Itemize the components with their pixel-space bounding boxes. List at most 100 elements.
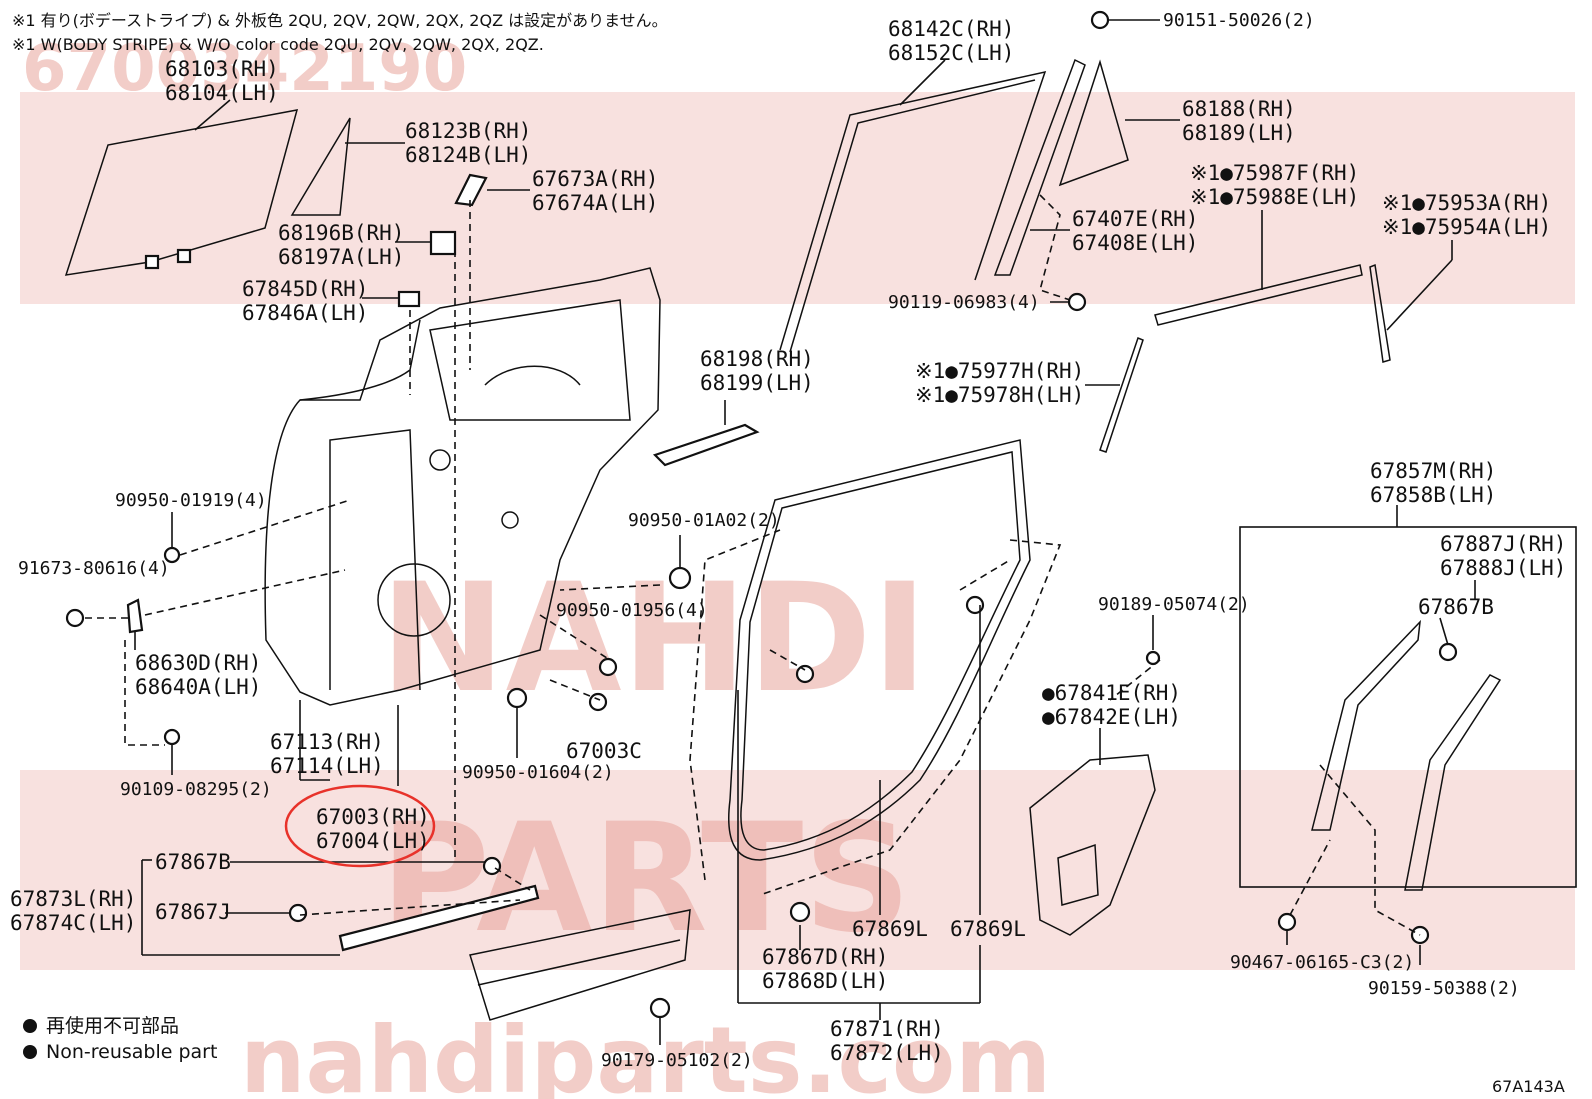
label-75954a[interactable]: ※1●75954A(LH) — [1382, 215, 1551, 239]
note-japanese: ※1 有り(ボデーストライプ) & 外板色 2QU, 2QV, 2QW, 2QX… — [12, 11, 668, 30]
label-68103[interactable]: 68103(RH) — [165, 57, 279, 81]
label-67842e[interactable]: ●67842E(LH) — [1042, 705, 1181, 729]
watermark-word-bottom: PARTS — [380, 792, 911, 966]
label-67867b-left[interactable]: 67867B — [155, 850, 231, 874]
label-90179[interactable]: 90179-05102(2) — [601, 1050, 753, 1071]
label-68104[interactable]: 68104(LH) — [165, 81, 279, 105]
label-67869l-a[interactable]: 67869L — [852, 917, 928, 941]
legend: 再使用不可部品 Non-reusable part — [23, 1015, 217, 1063]
clip-shape — [1438, 642, 1458, 662]
label-67858b[interactable]: 67858B(LH) — [1370, 483, 1496, 507]
label-67846a[interactable]: 67846A(LH) — [242, 301, 368, 325]
label-68188[interactable]: 68188(RH) — [1182, 97, 1296, 121]
label-75977h[interactable]: ※1●75977H(RH) — [915, 359, 1084, 383]
label-68196b[interactable]: 68196B(RH) — [278, 221, 404, 245]
label-67873l[interactable]: 67873L(RH) — [10, 887, 136, 911]
label-75978h[interactable]: ※1●75978H(LH) — [915, 383, 1084, 407]
label-68197a[interactable]: 68197A(LH) — [278, 245, 404, 269]
leader-lines — [134, 19, 1476, 1045]
label-68198[interactable]: 68198(RH) — [700, 347, 814, 371]
clip-shape — [1067, 292, 1087, 312]
label-67867d[interactable]: 67867D(RH) — [762, 945, 888, 969]
label-68199[interactable]: 68199(LH) — [700, 371, 814, 395]
label-67841e[interactable]: ●67841E(RH) — [1042, 681, 1181, 705]
label-67867j[interactable]: 67867J — [155, 900, 231, 924]
clip-shape — [506, 687, 528, 709]
label-67674a[interactable]: 67674A(LH) — [532, 191, 658, 215]
label-67867b-right[interactable]: 67867B — [1418, 595, 1494, 619]
diagram-code: 67A143A — [1492, 1077, 1565, 1096]
label-67113[interactable]: 67113(RH) — [270, 730, 384, 754]
label-75953a[interactable]: ※1●75953A(RH) — [1382, 191, 1551, 215]
clip-shape — [65, 608, 85, 628]
clip-shape — [1090, 10, 1110, 30]
legend-japanese: 再使用不可部品 — [46, 1015, 179, 1037]
label-90950-01a02[interactable]: 90950-01A02(2) — [628, 510, 780, 531]
label-67114[interactable]: 67114(LH) — [270, 754, 384, 778]
clip-shape — [1145, 650, 1161, 666]
label-67845d[interactable]: 67845D(RH) — [242, 277, 368, 301]
door-glass-shape — [64, 109, 299, 276]
weatherstrip-dash-shape — [689, 529, 1062, 896]
step-plate-shape — [469, 909, 691, 1021]
label-67857m[interactable]: 67857M(RH) — [1370, 459, 1496, 483]
door-shell-shape — [264, 267, 661, 706]
label-90109[interactable]: 90109-08295(2) — [120, 779, 272, 800]
label-68142c[interactable]: 68142C(RH) — [888, 17, 1014, 41]
label-67868d[interactable]: 67868D(LH) — [762, 969, 888, 993]
label-67004[interactable]: 67004(LH) — [316, 829, 430, 853]
legend-bullet-icon — [23, 1019, 37, 1033]
weatherstrip-shape — [740, 451, 1021, 851]
arch-kit-box — [1239, 526, 1577, 888]
arch-molding-shape — [1404, 674, 1502, 891]
label-90151[interactable]: 90151-50026(2) — [1163, 10, 1315, 31]
dashed-guides — [85, 194, 1421, 936]
label-67408e[interactable]: 67408E(LH) — [1072, 231, 1198, 255]
frame-molding-shape — [789, 79, 1036, 353]
label-67407e[interactable]: 67407E(RH) — [1072, 207, 1198, 231]
label-68123b[interactable]: 68123B(RH) — [405, 119, 531, 143]
clip-shape — [1277, 912, 1297, 932]
weatherstrip-shape — [728, 439, 1031, 861]
glass-clip-shape — [176, 248, 192, 264]
hinge-plate-shape — [652, 423, 760, 467]
stripe-shape — [1099, 337, 1144, 453]
label-90950-01919[interactable]: 90950-01919(4) — [115, 490, 267, 511]
label-67871[interactable]: 67871(RH) — [830, 1017, 944, 1041]
bracket-shape — [397, 290, 421, 308]
label-68124b[interactable]: 68124B(LH) — [405, 143, 531, 167]
label-90950-01604[interactable]: 90950-01604(2) — [462, 762, 614, 783]
label-67869l-b[interactable]: 67869L — [950, 917, 1026, 941]
stripe-shape — [1154, 264, 1363, 326]
label-67888j[interactable]: 67888J(LH) — [1440, 556, 1566, 580]
rear-quarter-glass-shape — [1058, 59, 1129, 187]
label-67872[interactable]: 67872(LH) — [830, 1041, 944, 1065]
watermark: 6700342190 NAHDI PARTS nahdiparts.com — [20, 32, 1575, 1099]
label-75987f[interactable]: ※1●75987F(RH) — [1190, 161, 1359, 185]
clip-shape — [598, 657, 618, 677]
label-67673a[interactable]: 67673A(RH) — [532, 167, 658, 191]
label-90467[interactable]: 90467-06165-C3(2) — [1230, 952, 1414, 973]
label-75988e[interactable]: ※1●75988E(LH) — [1190, 185, 1359, 209]
clip-shape — [649, 997, 671, 1019]
clip-shape — [795, 664, 815, 684]
legend-bullet-icon — [23, 1045, 37, 1059]
watermark-band-top — [20, 92, 1575, 304]
bracket-shape — [429, 230, 457, 256]
label-90189[interactable]: 90189-05074(2) — [1098, 594, 1250, 615]
note-english: ※1 W(BODY STRIPE) & W/O color code 2QU, … — [12, 35, 544, 54]
label-90950-01956[interactable]: 90950-01956(4) — [556, 600, 708, 621]
label-68189[interactable]: 68189(LH) — [1182, 121, 1296, 145]
label-90119[interactable]: 90119-06983(4) — [888, 292, 1040, 313]
label-67003[interactable]: 67003(RH) — [316, 805, 430, 829]
label-90159[interactable]: 90159-50388(2) — [1368, 978, 1520, 999]
label-68152c[interactable]: 68152C(LH) — [888, 41, 1014, 65]
label-67874c[interactable]: 67874C(LH) — [10, 911, 136, 935]
label-91673[interactable]: 91673-80616(4) — [18, 558, 170, 579]
label-67887j[interactable]: 67887J(RH) — [1440, 532, 1566, 556]
label-67003c[interactable]: 67003C — [566, 739, 642, 763]
highlight-ellipse — [284, 784, 436, 868]
label-68630d[interactable]: 68630D(RH) — [135, 651, 261, 675]
label-68640a[interactable]: 68640A(LH) — [135, 675, 261, 699]
